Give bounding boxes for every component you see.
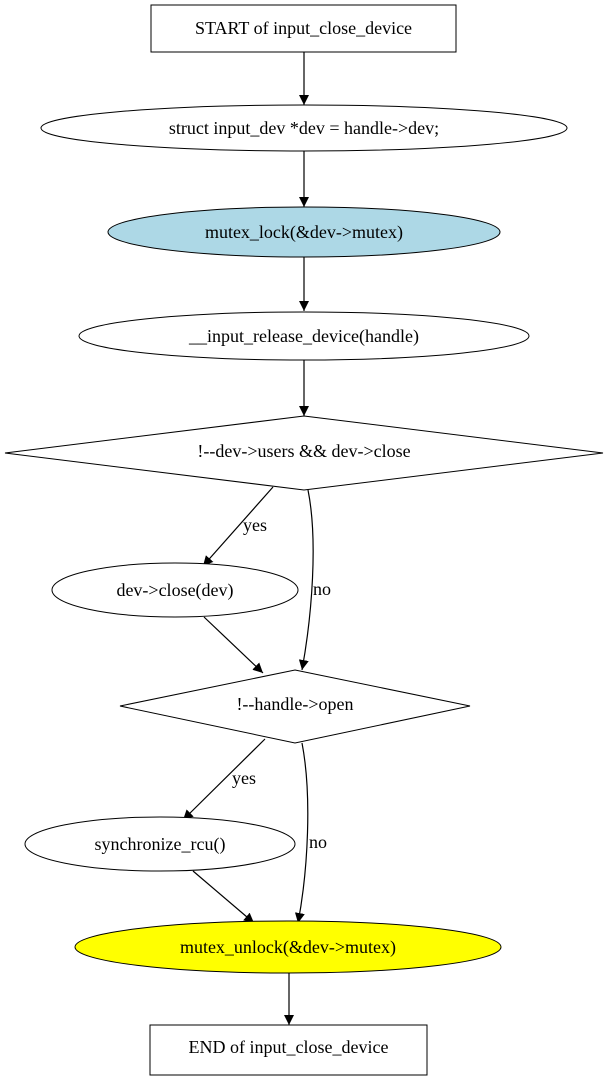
edge-label-users-yes: yes	[243, 515, 267, 535]
dev-decl-label: struct input_dev *dev = handle->dev;	[169, 118, 439, 138]
edge-users-yes	[202, 486, 274, 567]
edge-open-no	[294, 742, 309, 924]
edge-open-yes	[182, 738, 266, 821]
mutex-unlock-label: mutex_unlock(&dev->mutex)	[180, 937, 396, 958]
edge-close-to-open-check	[203, 616, 264, 674]
node-open-check: !--handle->open	[119, 669, 471, 744]
open-check-label: !--handle->open	[236, 694, 353, 714]
sync-rcu-label: synchronize_rcu()	[95, 834, 226, 855]
mutex-unlock-ellipse	[74, 920, 502, 974]
dev-close-label: dev->close(dev)	[116, 580, 233, 601]
end-box	[149, 1024, 428, 1076]
dev-close-ellipse	[51, 562, 299, 618]
users-check-label: !--dev->users && dev->close	[197, 441, 410, 461]
edge-label-open-no: no	[309, 832, 327, 852]
open-check-diamond	[119, 669, 471, 744]
node-release: __input_release_device(handle)	[78, 311, 530, 361]
start-label: START of input_close_device	[195, 18, 412, 38]
node-sync-rcu: synchronize_rcu()	[24, 816, 296, 872]
sync-rcu-ellipse	[24, 816, 296, 872]
node-dev-close: dev->close(dev)	[51, 562, 299, 618]
start-box	[150, 4, 457, 53]
mutex-lock-label: mutex_lock(&dev->mutex)	[205, 222, 403, 243]
mutex-lock-ellipse	[107, 206, 501, 258]
end-label: END of input_close_device	[189, 1037, 389, 1057]
edges	[182, 52, 314, 1025]
node-start: START of input_close_device	[150, 4, 457, 53]
users-check-diamond	[4, 415, 604, 491]
release-label: __input_release_device(handle)	[188, 326, 419, 347]
node-users-check: !--dev->users && dev->close	[4, 415, 604, 491]
node-mutex-lock: mutex_lock(&dev->mutex)	[107, 206, 501, 258]
release-ellipse	[78, 311, 530, 361]
node-mutex-unlock: mutex_unlock(&dev->mutex)	[74, 920, 502, 974]
node-end: END of input_close_device	[149, 1024, 428, 1076]
node-dev-decl: struct input_dev *dev = handle->dev;	[40, 104, 568, 152]
edge-users-no	[298, 489, 314, 671]
edge-sync-to-unlock	[192, 870, 255, 924]
edge-label-users-no: no	[313, 579, 331, 599]
edge-label-open-yes: yes	[232, 768, 256, 788]
dev-decl-ellipse	[40, 104, 568, 152]
